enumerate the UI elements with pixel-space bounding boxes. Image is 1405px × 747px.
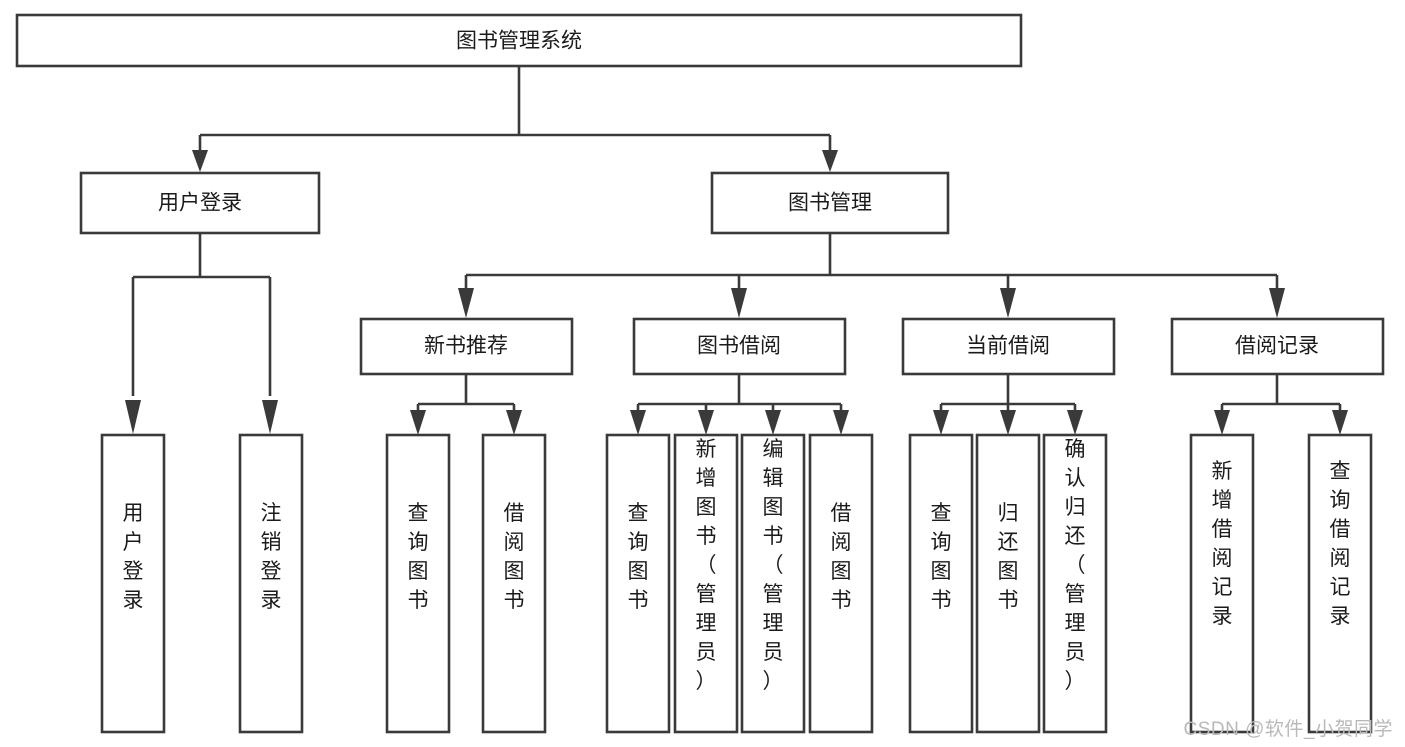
node-new-book-rec-label: 新书推荐 bbox=[424, 335, 508, 358]
leaf-current-borrow-1-label: 查询图书 bbox=[931, 502, 952, 612]
leaf-current-borrow-1[interactable]: 查询图书 bbox=[908, 433, 974, 734]
arrowhead-cb-leaf-2 bbox=[1000, 410, 1016, 435]
node-book-borrow[interactable]: 图书借阅 bbox=[632, 317, 847, 376]
node-user-login-label: 用户登录 bbox=[158, 192, 242, 215]
leaf-current-borrow-2-label: 归还图书 bbox=[998, 502, 1019, 612]
leaf-borrow-record-2-box[interactable] bbox=[1307, 433, 1373, 734]
edge-root-bus bbox=[198, 66, 832, 154]
arrowhead-bb-leaf-3 bbox=[765, 410, 781, 435]
leaf-book-borrow-4[interactable]: 借阅图书 bbox=[808, 433, 874, 734]
leaf-current-borrow-3-box[interactable] bbox=[1042, 433, 1108, 734]
leaf-user-login-1-box[interactable] bbox=[100, 433, 166, 734]
leaf-book-borrow-2[interactable]: 新增图书（管理员） bbox=[673, 433, 739, 734]
leaf-borrow-record-1-label: 新增借阅记录 bbox=[1212, 460, 1233, 628]
node-root-label: 图书管理系统 bbox=[456, 30, 582, 53]
node-user-login-box[interactable] bbox=[79, 171, 321, 235]
node-new-book-rec-box[interactable] bbox=[359, 317, 574, 376]
node-new-book-rec[interactable]: 新书推荐 bbox=[359, 317, 574, 376]
leaf-user-login-2-label: 注销登录 bbox=[261, 502, 282, 612]
arrowhead-nb-leaf-2 bbox=[506, 410, 522, 435]
leaf-book-borrow-1-box[interactable] bbox=[605, 433, 671, 734]
arrowhead-current-borrow bbox=[1000, 288, 1016, 318]
arrowhead-cb-leaf-3 bbox=[1067, 410, 1083, 435]
leaf-borrow-record-2[interactable]: 查询借阅记录 bbox=[1307, 433, 1373, 734]
node-user-login[interactable]: 用户登录 bbox=[79, 171, 321, 235]
leaf-current-borrow-3[interactable]: 确认归还（管理员） bbox=[1042, 433, 1108, 734]
leaf-borrow-record-1-box[interactable] bbox=[1189, 433, 1255, 734]
node-current-borrow-label: 当前借阅 bbox=[966, 335, 1050, 358]
arrowhead-br-leaf-1 bbox=[1214, 410, 1230, 435]
arrowhead-new-book-rec bbox=[458, 288, 474, 318]
node-borrow-record-label: 借阅记录 bbox=[1235, 335, 1319, 358]
arrowhead-bb-leaf-4 bbox=[833, 410, 849, 435]
node-book-borrow-box[interactable] bbox=[632, 317, 847, 376]
leaf-new-book-2-box[interactable] bbox=[481, 433, 547, 734]
arrowhead-leaf-logout bbox=[262, 400, 278, 434]
leaf-book-borrow-2-box[interactable] bbox=[673, 433, 739, 734]
edge-currentborrow-bus bbox=[939, 374, 1077, 414]
leaf-book-borrow-1-label: 查询图书 bbox=[628, 502, 649, 612]
edge-newbook-bus bbox=[416, 374, 516, 414]
leaf-current-borrow-2-box[interactable] bbox=[975, 433, 1041, 734]
node-book-manage[interactable]: 图书管理 bbox=[710, 171, 950, 235]
leaf-new-book-1-label: 查询图书 bbox=[408, 502, 429, 612]
node-root-box[interactable] bbox=[15, 13, 1023, 68]
leaf-book-borrow-3-box[interactable] bbox=[740, 433, 806, 734]
node-borrow-record-box[interactable] bbox=[1170, 317, 1385, 376]
node-book-manage-label: 图书管理 bbox=[788, 192, 872, 215]
leaf-current-borrow-3-label: 确认归还（管理员） bbox=[1065, 438, 1086, 693]
arrowhead-book-manage bbox=[822, 150, 838, 172]
node-root[interactable]: 图书管理系统 bbox=[15, 13, 1023, 68]
edge-bookmanage-bus bbox=[464, 233, 1279, 290]
leaf-book-borrow-3-label: 编辑图书（管理员） bbox=[763, 438, 784, 693]
leaf-user-login-1-label: 用户登录 bbox=[123, 502, 144, 612]
leaf-user-login-1[interactable]: 用户登录 bbox=[100, 433, 166, 734]
leaf-new-book-2[interactable]: 借阅图书 bbox=[481, 433, 547, 734]
leaf-new-book-1-box[interactable] bbox=[385, 433, 451, 734]
arrowhead-leaf-user-login bbox=[125, 400, 141, 434]
leaf-book-borrow-4-label: 借阅图书 bbox=[831, 502, 852, 612]
leaf-borrow-record-2-label: 查询借阅记录 bbox=[1330, 460, 1351, 628]
leaf-user-login-2-box[interactable] bbox=[238, 433, 304, 734]
leaf-book-borrow-3[interactable]: 编辑图书（管理员） bbox=[740, 433, 806, 734]
leaf-book-borrow-1[interactable]: 查询图书 bbox=[605, 433, 671, 734]
arrowhead-book-borrow bbox=[731, 288, 747, 318]
arrowhead-borrow-record bbox=[1269, 288, 1285, 318]
edge-userlogin-bus bbox=[131, 233, 272, 396]
node-book-manage-box[interactable] bbox=[710, 171, 950, 235]
leaf-borrow-record-1[interactable]: 新增借阅记录 bbox=[1189, 433, 1255, 734]
watermark-text: CSDN @软件_小贺同学 bbox=[1183, 719, 1393, 740]
arrowhead-user-login bbox=[192, 150, 208, 172]
arrowhead-nb-leaf-1 bbox=[410, 410, 426, 435]
arrowhead-cb-leaf-1 bbox=[933, 410, 949, 435]
leaf-new-book-2-label: 借阅图书 bbox=[504, 502, 525, 612]
leaf-user-login-2[interactable]: 注销登录 bbox=[238, 433, 304, 734]
arrowhead-bb-leaf-1 bbox=[630, 410, 646, 435]
node-book-borrow-label: 图书借阅 bbox=[697, 335, 781, 358]
edge-bookborrow-bus bbox=[636, 374, 843, 414]
node-current-borrow[interactable]: 当前借阅 bbox=[901, 317, 1116, 376]
leaf-book-borrow-2-label: 新增图书（管理员） bbox=[696, 438, 717, 693]
leaf-book-borrow-4-box[interactable] bbox=[808, 433, 874, 734]
arrowhead-br-leaf-2 bbox=[1332, 410, 1348, 435]
leaf-current-borrow-2[interactable]: 归还图书 bbox=[975, 433, 1041, 734]
edges-group bbox=[125, 66, 1348, 435]
edge-borrowrecord-bus bbox=[1220, 374, 1342, 414]
node-current-borrow-box[interactable] bbox=[901, 317, 1116, 376]
node-borrow-record[interactable]: 借阅记录 bbox=[1170, 317, 1385, 376]
leaf-new-book-1[interactable]: 查询图书 bbox=[385, 433, 451, 734]
leaf-current-borrow-1-box[interactable] bbox=[908, 433, 974, 734]
arrowhead-bb-leaf-2 bbox=[698, 410, 714, 435]
